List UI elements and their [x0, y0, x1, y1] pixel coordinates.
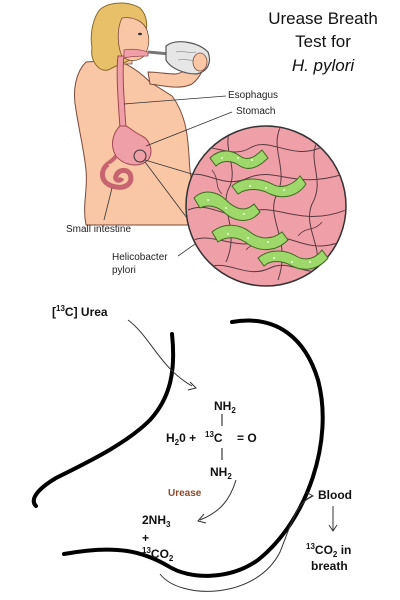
bacteria-dots [207, 157, 311, 263]
urea-entry-arrowhead [187, 381, 197, 391]
bacterium-5 [257, 249, 329, 270]
bacterium-4 [211, 224, 289, 250]
title-block: Urease Breath Test for H. pylori [268, 9, 378, 75]
blood-to-breath-arrowhead [328, 524, 338, 532]
urease-enzyme-label: Urease [168, 488, 202, 499]
stomach-outline [31, 318, 325, 578]
esophagus-leader [123, 95, 227, 105]
co2-to-blood-arrowhead [305, 491, 315, 501]
label-stomach: Stomach [236, 106, 275, 117]
duodenum [106, 154, 118, 165]
bacterium-1 [209, 149, 269, 169]
nh2-bottom: NH2 [210, 465, 232, 481]
label-pylori: pylori [112, 265, 136, 276]
bacterium-2 [231, 175, 307, 198]
stomach-inner-wall [62, 318, 325, 578]
product-ammonia: 2NH3 [142, 513, 171, 529]
small-intestine-leader [103, 187, 113, 221]
urease-reaction-arrowhead [197, 513, 207, 524]
water-plus: H20 + [166, 431, 196, 447]
eye [138, 32, 142, 36]
carbon-13: 13C [205, 430, 223, 445]
breath-label: breath [311, 559, 348, 573]
stomach-leader [145, 111, 233, 147]
breath-co2-label: 13CO2 in [306, 542, 351, 559]
double-bond-oxygen: = O [237, 431, 257, 445]
blood-label: Blood [318, 488, 352, 502]
nh2-top: NH2 [214, 399, 236, 415]
urea-entry-arrow [127, 319, 193, 387]
co2-to-blood-arrow [159, 495, 313, 592]
label-helicobacter: Helicobacter [112, 252, 168, 263]
title-line-1: Urease Breath [268, 9, 378, 28]
small-intestine-organ [100, 162, 134, 190]
label-esophagus: Esophagus [228, 90, 278, 101]
urease-reaction-arrow [199, 479, 237, 521]
mouth-tract [123, 48, 149, 59]
product-plus: + [142, 531, 149, 545]
title-line-2: Test for [295, 32, 351, 51]
stomach-organ [112, 125, 152, 166]
magnified-circle [185, 125, 347, 287]
magnified-stomach-lining [185, 125, 347, 287]
woman-illustration [73, 2, 211, 226]
urea-input-label: [13C] Urea [52, 304, 108, 319]
anatomy-labels: Esophagus Stomach Small intestine Helico… [66, 90, 278, 276]
product-co2: 13CO2 [142, 546, 174, 563]
stomach-outer-wall [31, 332, 176, 508]
stomach-highlight [133, 149, 147, 163]
reaction-arrows [127, 319, 338, 592]
reaction-text: [13C] Urea NH2 H20 + 13C = O NH2 Urease … [52, 304, 352, 573]
label-small-intestine: Small intestine [66, 224, 131, 235]
title-line-3: H. pylori [292, 56, 356, 75]
hand [192, 52, 208, 72]
